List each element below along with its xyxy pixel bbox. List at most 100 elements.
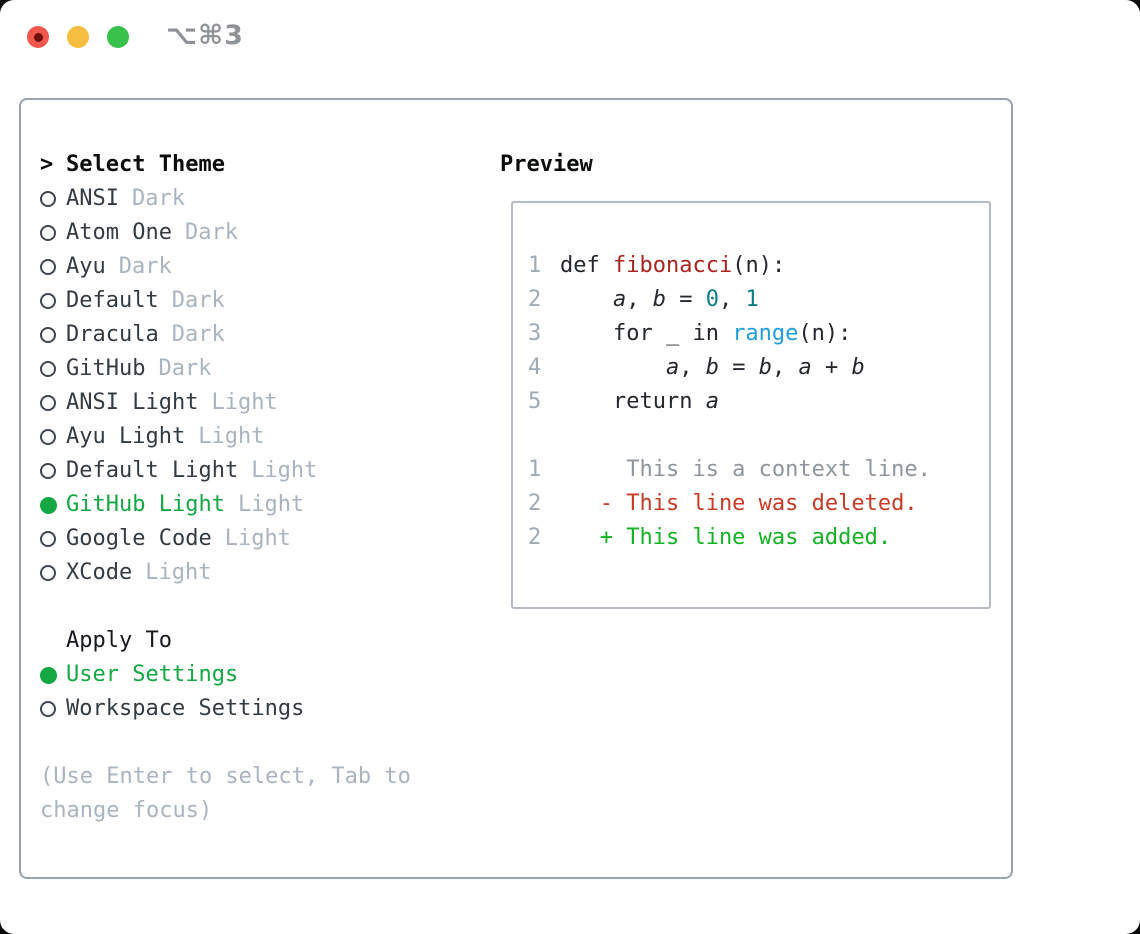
line-number: 1: [528, 457, 542, 482]
keyboard-shortcut-label: ⌥⌘3: [166, 20, 244, 51]
theme-variant-tag: Dark: [184, 220, 238, 245]
theme-item-default[interactable]: Default Dark: [40, 284, 411, 318]
apply-option-user-settings[interactable]: User Settings: [40, 658, 411, 692]
line-number: 5: [528, 389, 542, 414]
minimize-button[interactable]: [67, 26, 89, 48]
theme-item-ayu[interactable]: Ayu Dark: [40, 250, 411, 284]
section-gap: [40, 726, 411, 760]
section-gap: [40, 590, 411, 624]
line-number: [528, 419, 560, 453]
line-number: 4: [528, 355, 542, 380]
theme-item-label: Dracula: [66, 322, 159, 347]
code-line: 1 def fibonacci(n):: [528, 249, 931, 283]
code-line-content: This is a context line.: [560, 457, 931, 482]
radio-icon: [40, 293, 56, 309]
theme-item-atom-one[interactable]: Atom One Dark: [40, 216, 411, 250]
help-text-line2: change focus): [40, 798, 213, 823]
theme-item-dracula[interactable]: Dracula Dark: [40, 318, 411, 352]
code-line: 1 This is a context line.: [528, 453, 931, 487]
code-line-content: for _ in range(n):: [560, 321, 852, 346]
theme-variant-tag: Dark: [171, 322, 225, 347]
theme-item-label: GitHub: [66, 356, 146, 381]
theme-item-ansi[interactable]: ANSI Dark: [40, 182, 411, 216]
theme-item-ayu-light[interactable]: Ayu Light Light: [40, 420, 411, 454]
select-theme-heading-row: > Select Theme: [40, 148, 411, 182]
radio-icon: [40, 259, 56, 275]
code-line: 5 return a: [528, 385, 931, 419]
code-line: [528, 419, 931, 453]
theme-variant-tag: Dark: [171, 288, 225, 313]
theme-item-label: ANSI: [66, 186, 119, 211]
zoom-button[interactable]: [107, 26, 129, 48]
theme-item-label: XCode: [66, 560, 133, 585]
radio-selected-icon: [40, 496, 57, 514]
theme-variant-tag: Light: [224, 526, 291, 551]
theme-item-ansi-light[interactable]: ANSI Light Light: [40, 386, 411, 420]
theme-item-label: Ayu: [66, 254, 106, 279]
radio-icon: [40, 361, 56, 377]
theme-variant-tag: Light: [198, 424, 265, 449]
theme-item-github[interactable]: GitHub Dark: [40, 352, 411, 386]
radio-icon: [40, 463, 56, 479]
theme-item-label: ANSI Light: [66, 390, 199, 415]
theme-item-label: GitHub Light: [66, 492, 225, 517]
selection-cursor: >: [40, 152, 54, 177]
line-number: 1: [528, 253, 542, 278]
close-button[interactable]: [27, 26, 49, 48]
code-line-content: - This line was deleted.: [560, 491, 918, 516]
code-line-content: return a: [560, 389, 719, 414]
theme-variant-tag: Dark: [118, 254, 172, 279]
apply-to-heading: Apply To: [66, 628, 172, 653]
select-theme-heading: Select Theme: [66, 152, 225, 177]
theme-variant-tag: Dark: [158, 356, 212, 381]
code-line-content: def fibonacci(n):: [560, 253, 786, 278]
line-number: 2: [528, 491, 542, 516]
radio-icon: [40, 531, 56, 547]
theme-item-label: Default: [66, 288, 159, 313]
radio-selected-icon: [40, 666, 57, 684]
theme-item-label: Default Light: [66, 458, 239, 483]
apply-option-label: User Settings: [66, 662, 239, 687]
line-number: 2: [528, 525, 542, 550]
theme-variant-tag: Light: [211, 390, 278, 415]
theme-variant-tag: Dark: [131, 186, 185, 211]
radio-icon: [40, 225, 56, 241]
line-number: 2: [528, 287, 542, 312]
radio-icon: [40, 395, 56, 411]
help-text-line1: (Use Enter to select, Tab to: [40, 764, 411, 789]
record-dot-icon: [33, 32, 43, 42]
code-line: 2 - This line was deleted.: [528, 487, 931, 521]
apply-option-label: Workspace Settings: [66, 696, 305, 721]
theme-item-label: Ayu Light: [66, 424, 186, 449]
code-line: 2 a, b = 0, 1: [528, 283, 931, 317]
theme-variant-tag: Light: [237, 492, 305, 517]
code-line: 2 + This line was added.: [528, 521, 931, 555]
apply-to-heading-row: Apply To: [40, 624, 411, 658]
radio-icon: [40, 565, 56, 581]
theme-item-google-code[interactable]: Google Code Light: [40, 522, 411, 556]
line-number: 3: [528, 321, 542, 346]
theme-variant-tag: Light: [251, 458, 318, 483]
theme-item-default-light[interactable]: Default Light Light: [40, 454, 411, 488]
theme-variant-tag: Light: [145, 560, 212, 585]
radio-icon: [40, 429, 56, 445]
code-line-content: a, b = b, a + b: [665, 355, 865, 380]
radio-icon: [40, 701, 56, 717]
theme-item-label: Atom One: [66, 220, 172, 245]
help-text: (Use Enter to select, Tab to change focu…: [40, 760, 411, 828]
code-line: 3 for _ in range(n):: [528, 317, 931, 351]
preview-heading: Preview: [500, 152, 593, 177]
code-line: 4 a, b = b, a + b: [528, 351, 931, 385]
code-line-content: + This line was added.: [560, 525, 892, 550]
apply-option-workspace-settings[interactable]: Workspace Settings: [40, 692, 411, 726]
theme-item-github-light[interactable]: GitHub Light Light: [40, 488, 411, 522]
theme-item-label: Google Code: [66, 526, 212, 551]
theme-item-xcode[interactable]: XCode Light: [40, 556, 411, 590]
